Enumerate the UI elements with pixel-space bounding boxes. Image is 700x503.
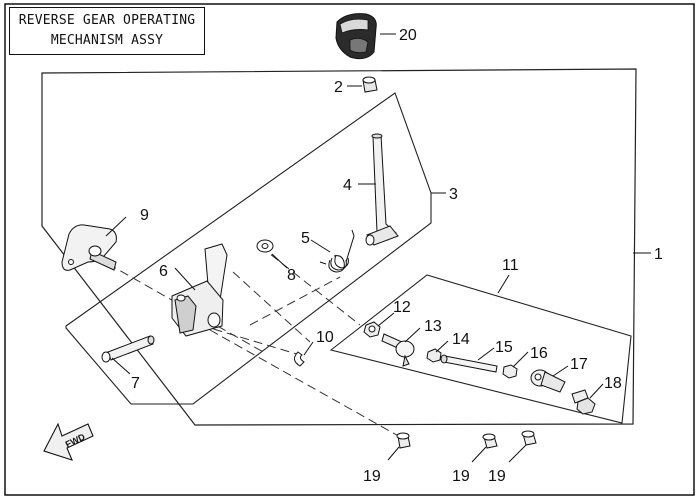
leader-lines [105,33,651,463]
callout-1: 1 [654,246,663,263]
part-17-ball-socket [530,369,566,393]
callout-16: 16 [530,345,548,362]
part-19-bolt [396,432,411,449]
title-line-1: REVERSE GEAR OPERATING [18,13,196,28]
callout-8: 8 [287,267,296,284]
callout-18: 18 [604,375,622,392]
part-9-plate [61,224,117,271]
part-19-bolt [482,433,498,449]
alignment-lines [95,245,403,439]
part-4-lever-rod [365,133,399,246]
part-14-nut [426,348,442,363]
callouts: 20 2 4 3 5 1 8 6 9 10 11 12 13 14 15 16 … [131,27,663,485]
callout-10: 10 [316,329,334,346]
callout-19: 19 [488,468,506,485]
part-20-knob [335,13,377,60]
part-7-pin [101,335,155,363]
callout-12: 12 [393,299,411,316]
callout-5: 5 [301,230,310,247]
callout-6: 6 [159,263,168,280]
title-line-2: MECHANISM ASSY [50,33,164,48]
callout-4: 4 [343,177,352,194]
callout-2: 2 [334,79,343,96]
part-19-bolt [521,430,537,446]
callout-14: 14 [452,331,470,348]
part-12-nut [363,321,381,338]
callout-17: 17 [570,356,588,373]
part-5-spring [319,229,355,273]
callout-9: 9 [140,207,149,224]
part-15-rod [440,354,498,373]
part-13-ball-joint [381,333,415,367]
part-6-bracket [171,243,228,337]
page-frame [4,3,695,496]
callout-20: 20 [399,27,417,44]
callout-7: 7 [131,375,140,392]
part-2-nut [362,76,378,93]
callout-19: 19 [363,468,381,485]
callout-15: 15 [495,339,513,356]
part-10-clip [294,351,305,367]
callout-11: 11 [502,257,519,274]
callout-13: 13 [424,318,442,335]
callout-3: 3 [449,186,458,203]
part-18-bolt [571,389,596,415]
assembly-11-outline [329,274,632,424]
assembly-3-outline [65,92,432,405]
callout-19: 19 [452,468,470,485]
part-16-nut [502,364,518,379]
assembly-1-outline [41,68,637,426]
forward-arrow-icon: FWD [43,422,94,461]
diagram-title-box: REVERSE GEAR OPERATING MECHANISM ASSY [9,7,205,55]
part-8-washer [256,239,274,253]
